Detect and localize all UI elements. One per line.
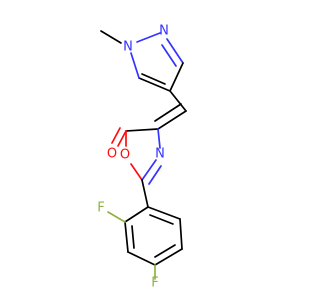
- bond-n2-c3: [166, 38, 184, 64]
- bond-oring-c2: [130, 163, 143, 181]
- o-carbonyl-atom: O: [107, 147, 117, 162]
- bond-c5-n1: [130, 52, 140, 79]
- n-oxazole-atom: N: [155, 147, 165, 162]
- o-ring-atom: O: [120, 148, 130, 163]
- bond-c5ox-o1: [117, 130, 127, 147]
- structure-svg: N N O O N F F: [97, 24, 187, 291]
- molecule-diagram: N N O O N F F: [97, 24, 187, 291]
- bond-ar5-ar6: [179, 218, 183, 250]
- n-methyl-atom: N: [123, 40, 133, 55]
- bond-c4-c5: [138, 77, 171, 92]
- bond-ar6-ar1: [147, 206, 181, 220]
- bond-c5ox-o1-double: [111, 127, 121, 144]
- bond-ch-c4ox: [157, 110, 187, 130]
- bond-c3-c4: [169, 62, 184, 92]
- bond-methyl-n1: [100, 30, 122, 44]
- bond-n2-c3-double: [161, 44, 177, 67]
- f-ortho-atom: F: [97, 201, 104, 216]
- bond-c4-ch: [169, 90, 187, 112]
- bond-ch-c4ox-double: [154, 103, 182, 122]
- bond-c2-n3-double: [148, 165, 162, 185]
- bond-ar2-f: [107, 211, 126, 223]
- bond-ar1-ar2: [124, 206, 149, 223]
- bond-c2-n3: [141, 159, 157, 181]
- bond-ar3-ar4: [127, 251, 156, 266]
- bond-c2-aryl: [141, 179, 149, 208]
- bond-c4ox-c5ox: [125, 128, 159, 132]
- bond-ar2-ar3: [124, 221, 129, 253]
- bond-ar2-ar3-inner: [131, 225, 135, 249]
- bond-ar4-ar5: [154, 248, 183, 266]
- bond-n1-n2: [136, 32, 161, 43]
- bond-c4-c5-double: [141, 73, 166, 85]
- bond-ar6-ar1-inner: [149, 214, 174, 225]
- n-pyrazole-atom: N: [159, 24, 169, 39]
- f-para-atom: F: [151, 276, 158, 291]
- bond-ar4-ar5-inner: [154, 244, 176, 258]
- bond-n3-c4ox: [157, 128, 161, 149]
